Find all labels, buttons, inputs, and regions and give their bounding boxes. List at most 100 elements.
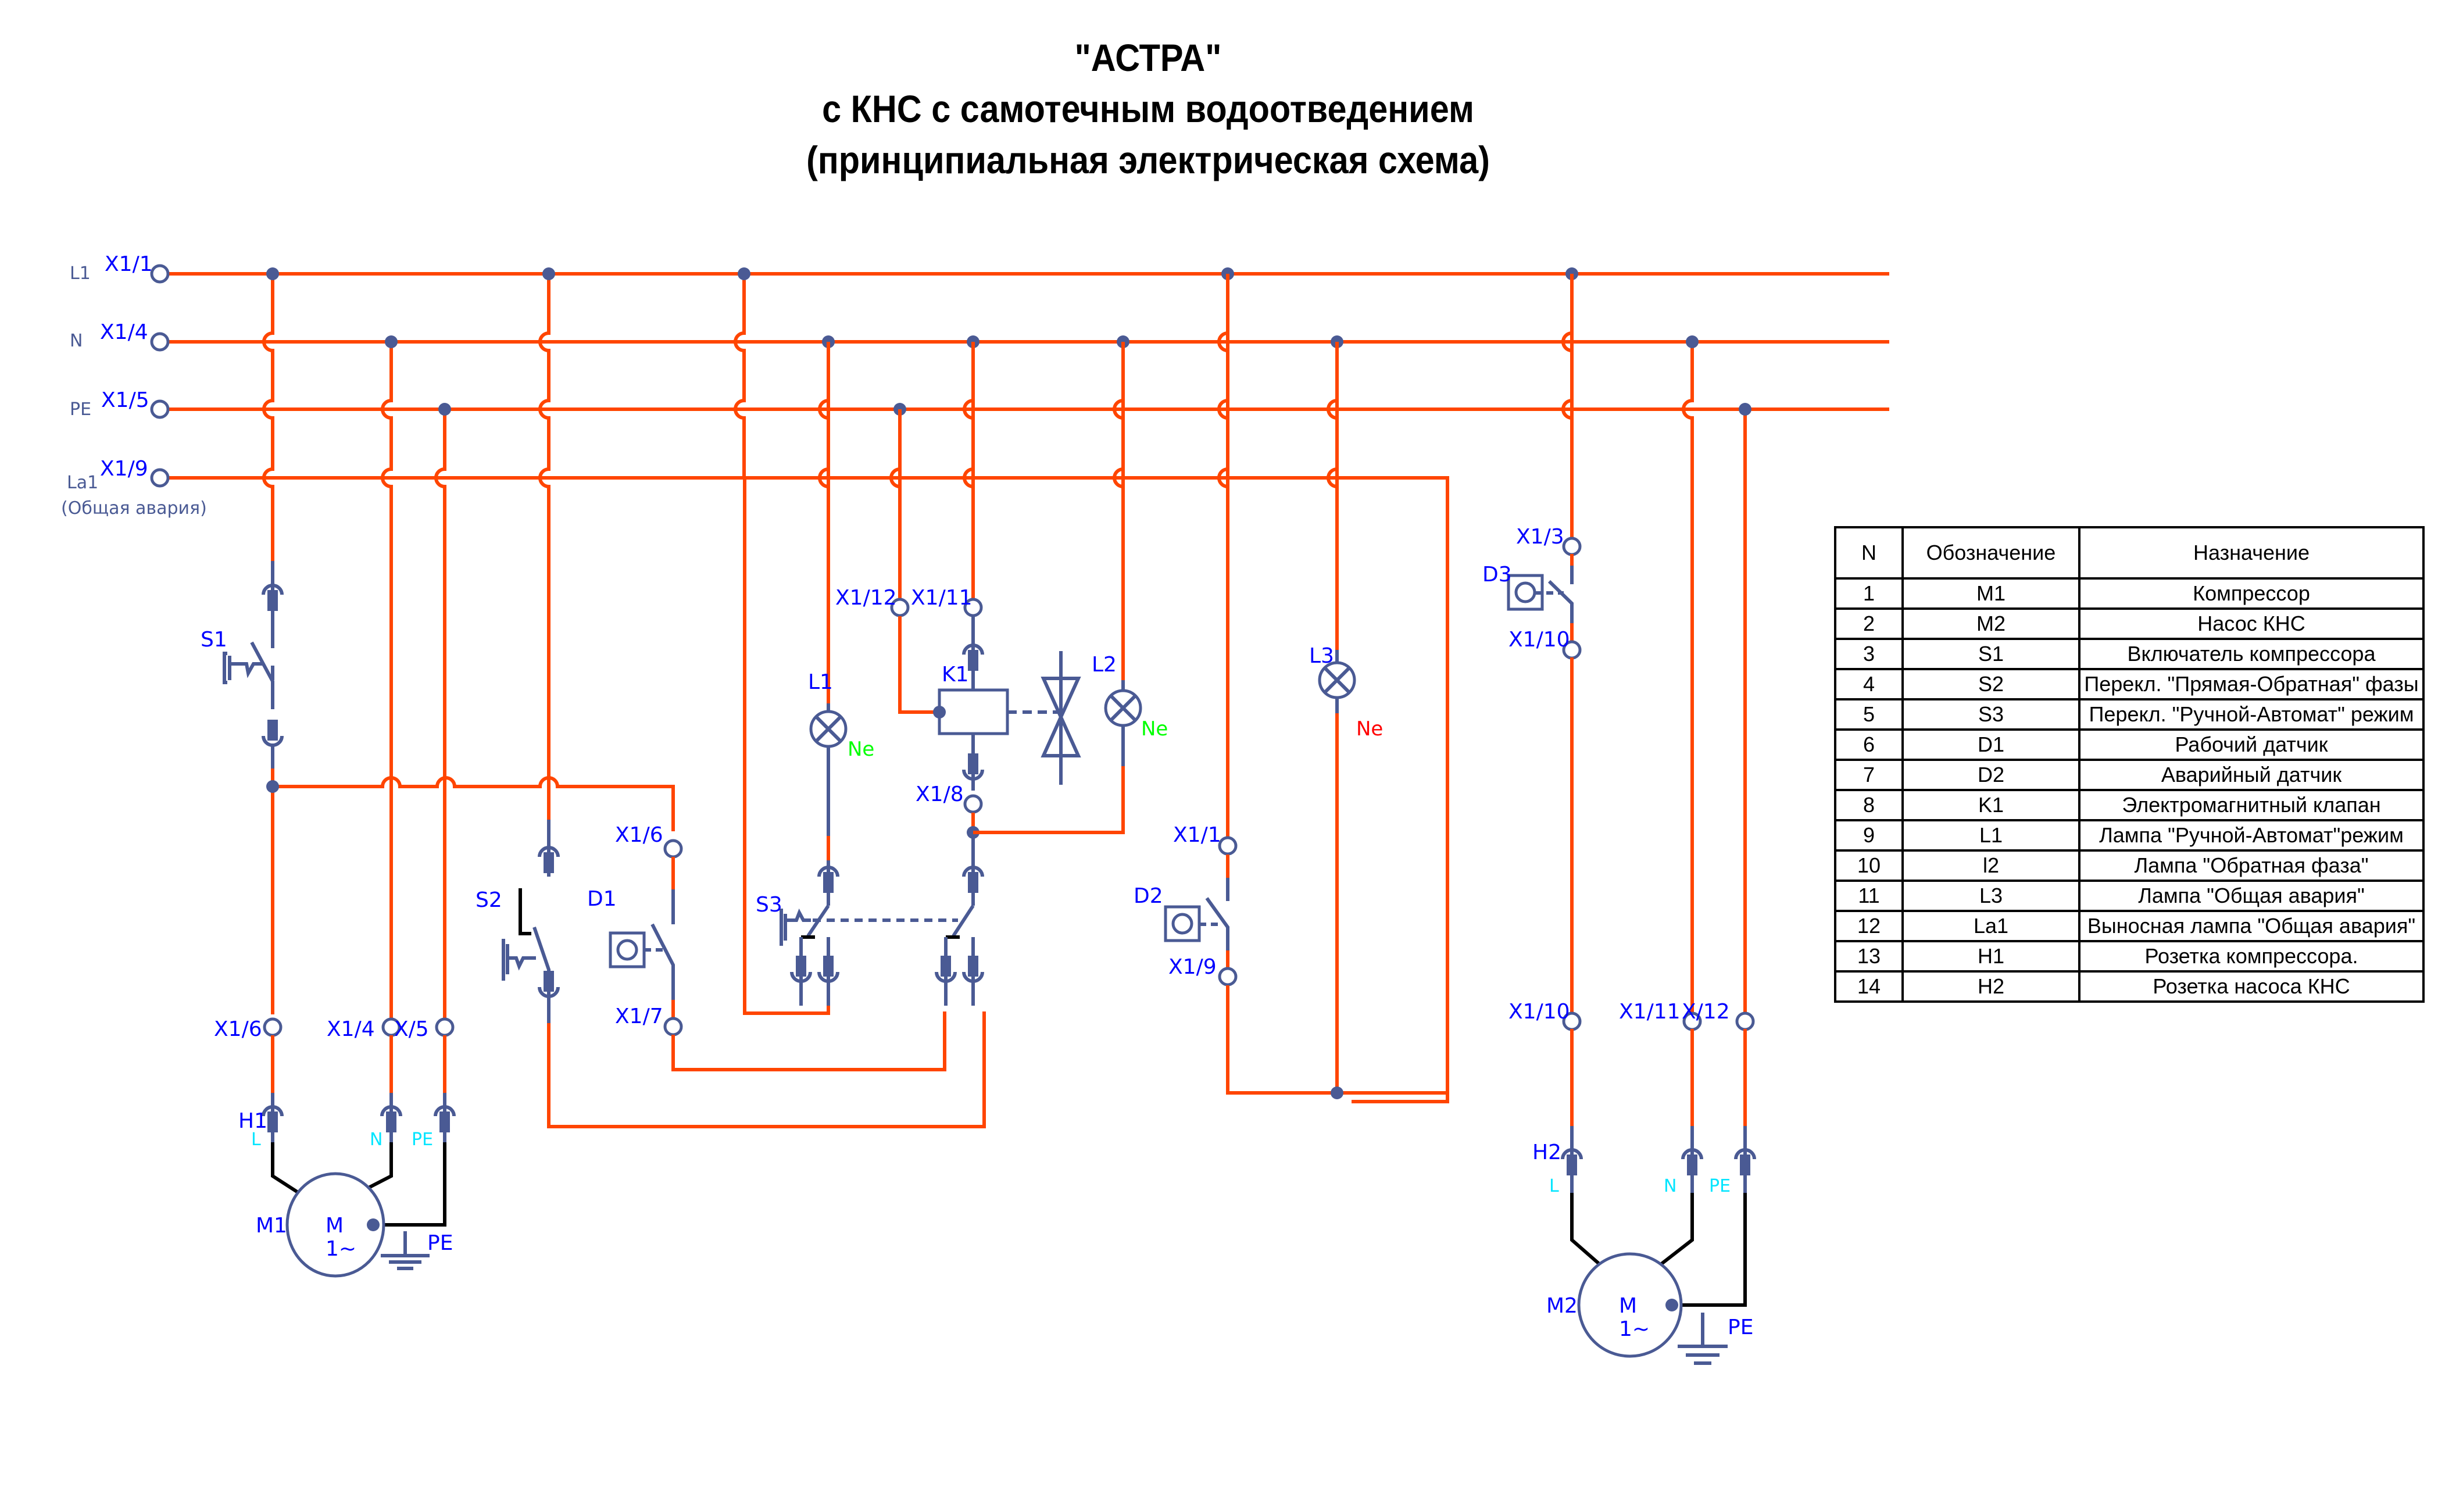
s2-label: S2 — [476, 888, 502, 912]
k1-label: K1 — [942, 663, 969, 687]
pin-label: PE — [412, 1129, 433, 1150]
terminal-label: X1/11 — [1619, 1000, 1681, 1024]
lamp-icon — [1106, 691, 1141, 725]
bus-terminal-label: X1/5 — [101, 388, 149, 412]
pin-label: N — [370, 1129, 383, 1150]
terminal-x1-3 — [1564, 538, 1580, 555]
s2-pushbutton-icon — [502, 939, 536, 981]
legend-purpose: Розетка насоса КНС — [2078, 970, 2425, 1003]
bus-drop-wire — [734, 274, 746, 478]
solenoid-coil-icon — [938, 688, 1009, 735]
bus-drops — [262, 267, 1751, 1018]
legend-number: 11 — [1834, 880, 1904, 912]
legend-designation: K1 — [1901, 789, 2080, 821]
lamp-icon — [811, 712, 846, 746]
legend-purpose: Насос КНС — [2078, 607, 2425, 640]
legend-designation: L1 — [1901, 819, 2080, 852]
terminal-label: X/5 — [394, 1017, 429, 1041]
legend-number: 14 — [1834, 970, 1904, 1003]
legend-header: Назначение — [2078, 526, 2425, 580]
legend-designation: La1 — [1901, 910, 2080, 942]
terminal-x1-5 — [152, 401, 168, 417]
lamp-l3-label: L3 — [1309, 644, 1334, 668]
valve-icon — [1041, 651, 1081, 785]
legend-purpose: Рабочий датчик — [2078, 728, 2425, 761]
bus-terminal-label: X1/9 — [100, 457, 148, 481]
legend-purpose: Лампа "Ручной-Автомат"режим — [2078, 819, 2425, 852]
terminal-x1-6 — [665, 841, 681, 857]
bus-terminals: X1/1 X1/4 X1/5 X1/9 L1 N PE La1 (Общая а… — [61, 252, 207, 519]
legend-number: 12 — [1834, 910, 1904, 942]
legend-designation: M1 — [1901, 577, 2080, 610]
junction-dot — [542, 267, 555, 280]
legend-number: 13 — [1834, 940, 1904, 973]
diagram-title: "АСТРА" с КНС с самотечным водоотведение… — [0, 32, 2296, 185]
legend-purpose: Выносная лампа "Общая авария" — [2078, 910, 2425, 942]
pin-label: N — [1664, 1176, 1676, 1196]
motor-m1-icon — [285, 1172, 385, 1278]
motor-symbol: M — [1619, 1294, 1637, 1318]
pin-label: PE — [1709, 1176, 1731, 1196]
bus-drop-wire — [381, 342, 393, 1018]
ground-icon — [381, 1231, 430, 1270]
terminal-label: X1/4 — [327, 1017, 375, 1041]
legend-number: 9 — [1834, 819, 1904, 852]
k1-valve: X1/12 X1/11 K1 X1/8 — [835, 342, 1125, 839]
lamp-l1-label: L1 — [808, 670, 833, 694]
junction-dot — [1739, 403, 1751, 416]
terminal-x1-6 — [264, 1019, 281, 1035]
terminal-x1-7 — [665, 1018, 681, 1035]
bus-drop-wire — [538, 274, 550, 820]
legend-purpose: Перекл. "Прямая-Обратная" фазы — [2078, 668, 2425, 700]
s1-output-wire — [266, 776, 675, 831]
bus-drop-wire — [434, 409, 446, 1018]
legend-designation: l2 — [1901, 849, 2080, 882]
legend-designation: S1 — [1901, 638, 2080, 670]
legend-header-row: N Обозначение Назначение — [1834, 526, 2425, 580]
s3-switch: S3 — [743, 478, 982, 1015]
legend-designation: S3 — [1901, 698, 2080, 731]
ground-label: PE — [1728, 1316, 1753, 1339]
pin-label: L — [251, 1129, 261, 1150]
terminal-x1-1 — [152, 266, 168, 282]
pin-label: L — [1549, 1176, 1559, 1196]
legend-designation: L3 — [1901, 880, 2080, 912]
bus-drop-wire — [262, 274, 274, 561]
bus-terminal-label: X1/4 — [100, 320, 148, 344]
ground-icon — [1678, 1313, 1728, 1365]
motor-phase: 1~ — [1619, 1317, 1650, 1341]
terminal-label: X1/6 — [615, 823, 663, 847]
legend-purpose: Лампа "Обратная фаза" — [2078, 849, 2425, 882]
legend-header: Обозначение — [1901, 526, 2080, 580]
s3-label: S3 — [756, 893, 782, 917]
bus-name: L1 — [70, 263, 91, 284]
bus-drop-wire — [889, 409, 902, 599]
legend-number: 2 — [1834, 607, 1904, 640]
legend-designation: D2 — [1901, 759, 2080, 791]
motor-m2-icon — [1577, 1252, 1683, 1358]
legend-number: 10 — [1834, 849, 1904, 882]
legend-purpose: Розетка компрессора. — [2078, 940, 2425, 973]
bus-lines — [169, 272, 1889, 1103]
terminal-x1-8 — [965, 796, 981, 812]
terminal-label: X1/3 — [1516, 525, 1564, 549]
legend-purpose: Перекл. "Ручной-Автомат" режим — [2078, 698, 2425, 731]
title-line-1: "АСТРА" — [1074, 36, 1222, 79]
legend-purpose: Аварийный датчик — [2078, 759, 2425, 791]
lamp-l3: L3 Ne — [1309, 342, 1383, 1099]
d2-label: D2 — [1134, 884, 1163, 908]
legend-header: N — [1834, 526, 1904, 580]
